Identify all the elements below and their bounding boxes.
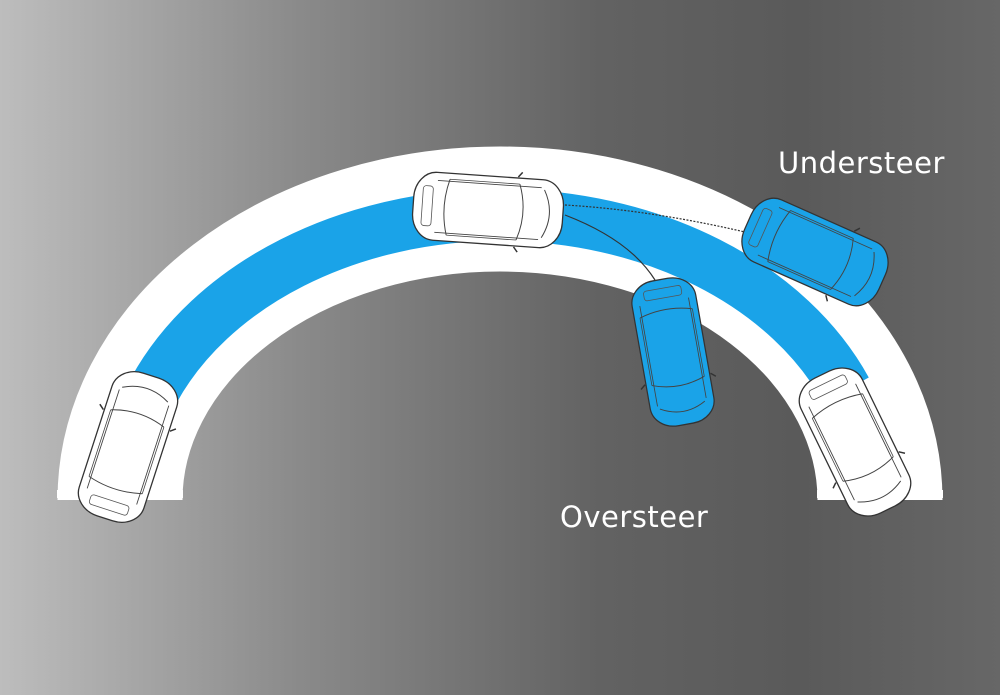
understeer-trajectory	[564, 204, 746, 233]
understeer-label: Understeer	[778, 146, 945, 180]
oversteer-label: Oversteer	[560, 500, 709, 534]
oversteer-trajectory	[564, 214, 656, 281]
